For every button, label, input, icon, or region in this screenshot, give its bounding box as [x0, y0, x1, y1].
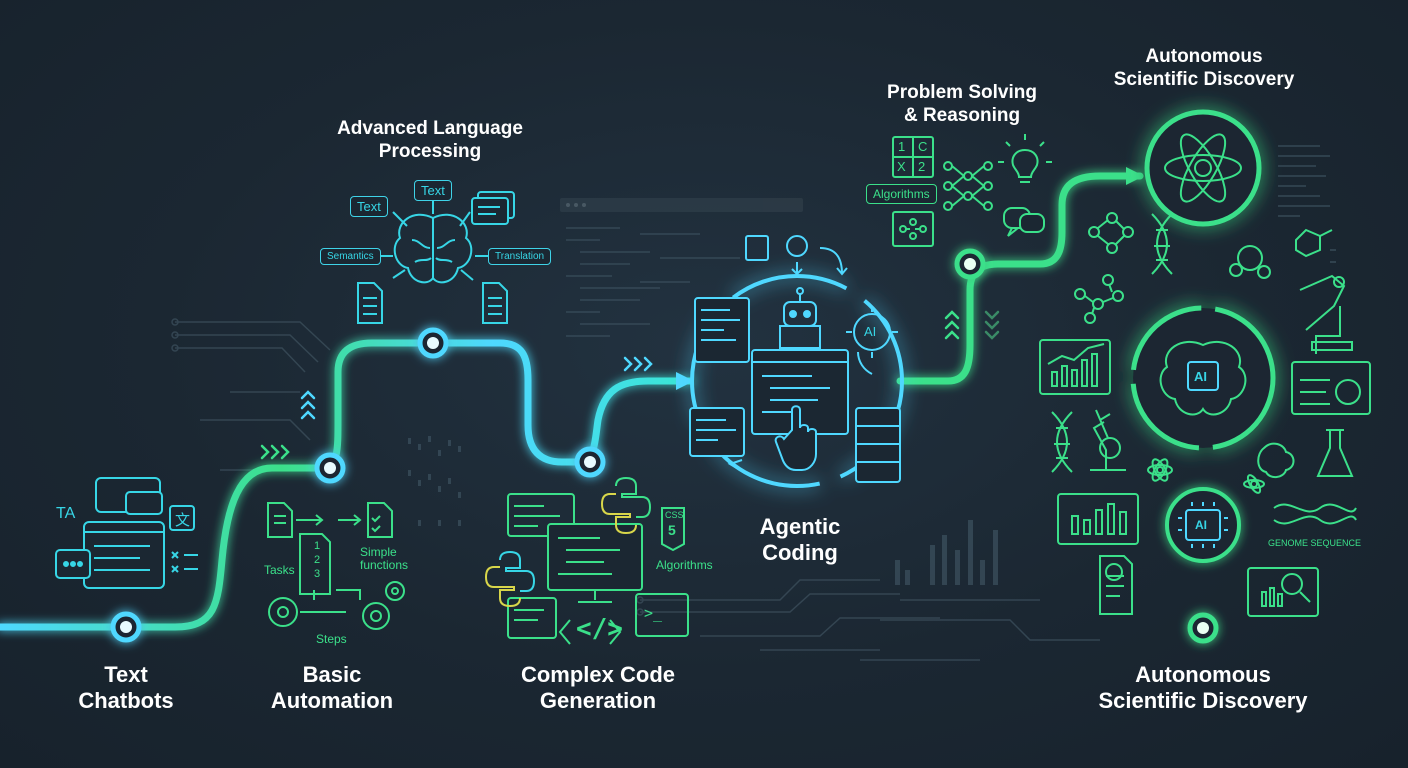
- ai-chip-agent-label: AI: [864, 324, 877, 339]
- agentic-hub-icons: [689, 235, 901, 483]
- path-arrow-agentic: [676, 372, 694, 390]
- css-version-label: 5: [668, 522, 676, 538]
- grid-cell-1: 1: [898, 139, 906, 154]
- translate-glyph-icon: 文: [175, 512, 191, 529]
- list-number-1: 1: [314, 540, 321, 552]
- agentic-hub: [690, 274, 904, 488]
- css-label: CSS: [665, 510, 684, 520]
- chat-bubbles-icon: [55, 477, 198, 589]
- chevron-marks: [260, 310, 1000, 460]
- background-circuit-traces: [171, 318, 1100, 661]
- progression-path: [0, 339, 694, 631]
- algorithms-code-label: Algorithms: [656, 558, 713, 572]
- language-icons: [357, 191, 515, 324]
- background-bars: [895, 520, 998, 585]
- progression-path-upper: [896, 172, 1144, 385]
- path-arrow-science: [1126, 167, 1144, 185]
- semantics-tag: Semantics: [320, 248, 381, 265]
- science-brain-icon: [1159, 340, 1247, 416]
- stage-title-advanced-language: Advanced Language Processing: [337, 118, 523, 162]
- list-number-3: 3: [314, 568, 321, 580]
- background-data-lines: [1278, 145, 1336, 263]
- science-atom-icon: [1144, 109, 1262, 227]
- text-tag-left: Text: [350, 196, 388, 217]
- reasoning-icons: [892, 134, 1052, 247]
- stage-title-problem-solving: Problem Solving & Reasoning: [887, 82, 1037, 126]
- terminal-icon: >_: [644, 604, 663, 622]
- algorithms-reason-tag: Algorithms: [866, 184, 937, 204]
- grid-cell-c: C: [918, 139, 928, 154]
- grid-cell-2: 2: [918, 159, 926, 174]
- python-logo-icon: [600, 476, 652, 535]
- code-brackets-icon: </>: [576, 614, 623, 644]
- chip-icon: [1178, 502, 1228, 548]
- science-chip-node: [1165, 487, 1241, 563]
- science-icons: [1039, 212, 1371, 617]
- stage-title-basic-automation: Basic Automation: [270, 662, 394, 714]
- simple-functions-label: Simple functions: [360, 545, 409, 573]
- tasks-label: Tasks: [264, 563, 295, 577]
- stage-title-scientific-bottom: Autonomous Scientific Discovery: [1098, 662, 1308, 714]
- background-matrix-dots: [408, 436, 461, 526]
- code-icons: [507, 493, 689, 645]
- stage-title-scientific-top: Autonomous Scientific Discovery: [1113, 46, 1295, 90]
- automation-icons: [267, 502, 405, 630]
- python-logo-left-icon: [484, 550, 536, 608]
- atom-orbits: [1164, 133, 1242, 203]
- text-tag-top: Text: [414, 180, 452, 201]
- milestone-nodes: [110, 248, 1219, 644]
- stage-title-agentic-coding: Agentic Coding: [759, 514, 841, 566]
- genome-sequence-label: GENOME SEQUENCE: [1268, 538, 1362, 548]
- translation-tag: Translation: [488, 248, 552, 265]
- ta-glyph: TA: [56, 505, 76, 522]
- stage-title-complex-code: Complex Code Generation: [520, 662, 676, 714]
- stage-title-text-chatbots: Text Chatbots: [78, 662, 174, 714]
- grid-cell-x: X: [897, 159, 906, 174]
- ai-chip-bottom-label: AI: [1195, 518, 1207, 532]
- steps-label: Steps: [316, 632, 347, 646]
- background-code-window: [560, 198, 803, 337]
- list-number-2: 2: [314, 554, 321, 566]
- ai-brain-label: AI: [1194, 369, 1207, 384]
